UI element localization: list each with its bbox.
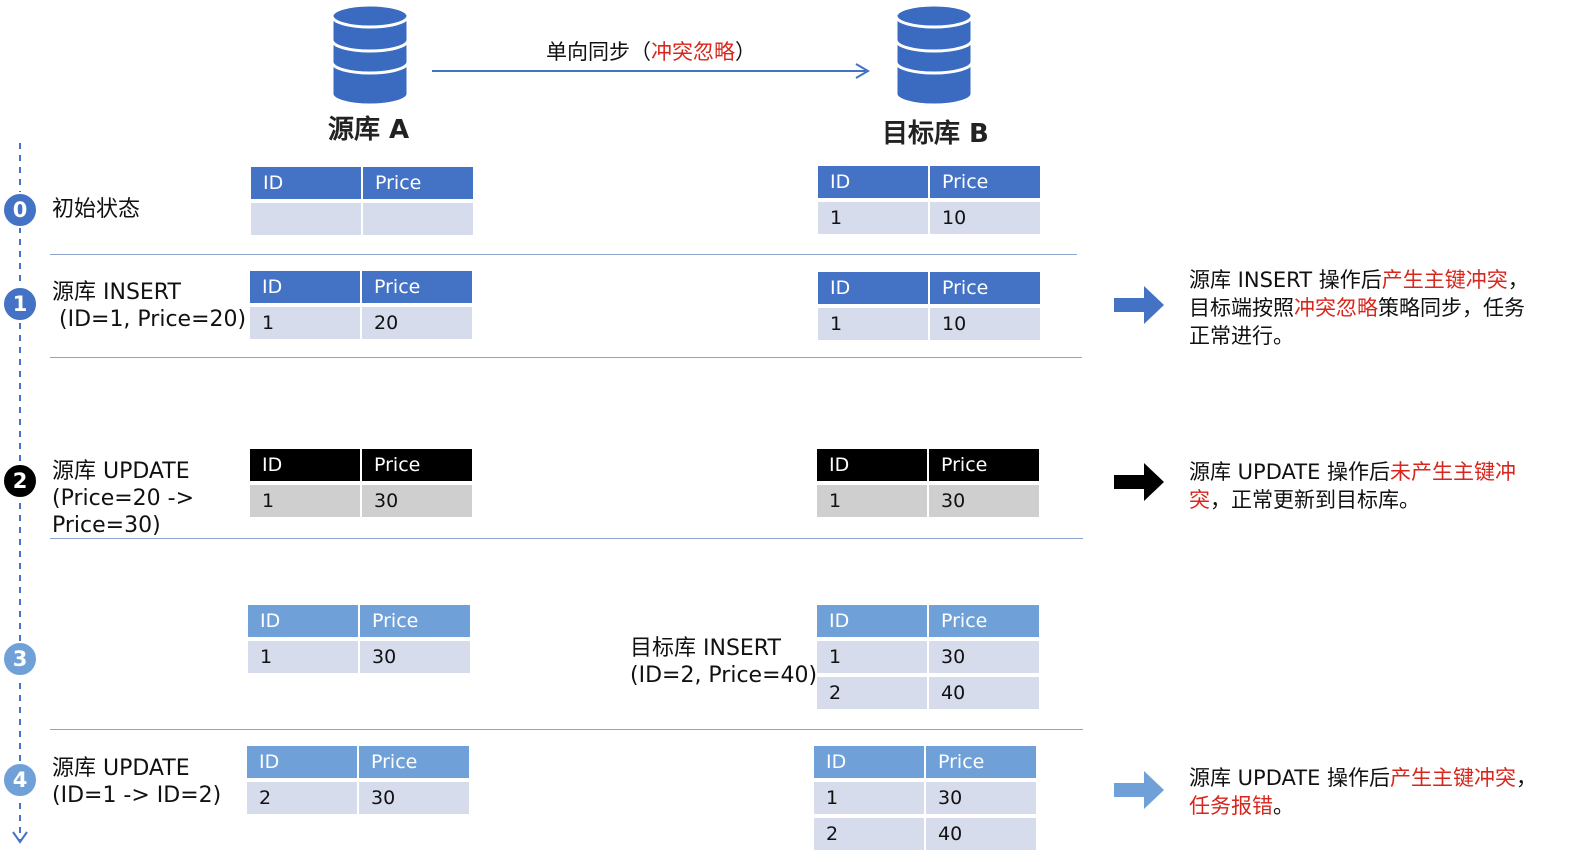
- price-header: Price: [926, 746, 1036, 778]
- price-header: Price: [360, 605, 470, 637]
- sync-label-prefix: 单向同步（: [546, 40, 651, 64]
- id-header: ID: [814, 746, 924, 778]
- step-divider: [50, 254, 1077, 255]
- result-note: 源库 INSERT 操作后产生主键冲突， 目标端按照冲突忽略策略同步，任务 正常…: [1189, 268, 1529, 348]
- price-header: Price: [930, 166, 1040, 198]
- id-header: ID: [250, 271, 360, 303]
- table-row: [251, 203, 473, 235]
- id-header: ID: [818, 272, 928, 304]
- target-database-icon: [894, 3, 974, 107]
- price-header: Price: [362, 449, 472, 481]
- id-header: ID: [818, 166, 928, 198]
- target-insert-label: 目标库 INSERT (ID=2, Price=40): [630, 636, 818, 688]
- id-header: ID: [817, 449, 927, 481]
- step-label: 源库 UPDATE (ID=1 -> ID=2): [52, 756, 222, 808]
- sync-arrow: [432, 63, 870, 79]
- price-header: Price: [929, 605, 1039, 637]
- price-header: Price: [359, 746, 469, 778]
- target-db-label: 目标库 B: [882, 119, 989, 149]
- price-header: Price: [929, 449, 1039, 481]
- id-header: ID: [817, 605, 927, 637]
- result-arrow-icon: [1114, 771, 1164, 809]
- source-db-label: 源库 A: [328, 115, 410, 145]
- sync-label-suffix: ）: [735, 40, 756, 64]
- price-header: Price: [363, 167, 473, 199]
- step-number-badge: 1: [2, 286, 38, 322]
- sync-label: 单向同步（冲突忽略）: [546, 36, 756, 66]
- result-arrow-icon: [1114, 463, 1164, 501]
- step-number-badge: 0: [2, 192, 38, 228]
- step-label: 初始状态: [52, 197, 141, 222]
- id-header: ID: [247, 746, 357, 778]
- step-divider: [50, 538, 1083, 539]
- price-header: Price: [930, 272, 1040, 304]
- step-number-badge: 3: [2, 641, 38, 677]
- id-header: ID: [250, 449, 360, 481]
- id-header: ID: [251, 167, 361, 199]
- step-label: 源库 UPDATE (Price=20 -> Price=30): [52, 459, 195, 538]
- step-number-badge: 2: [2, 463, 38, 499]
- sync-label-highlight: 冲突忽略: [651, 40, 735, 64]
- price-header: Price: [362, 271, 472, 303]
- result-note: 源库 UPDATE 操作后产生主键冲突， 任务报错。: [1189, 766, 1538, 818]
- result-note: 源库 UPDATE 操作后未产生主键冲 突，正常更新到目标库。: [1189, 460, 1517, 512]
- id-header: ID: [248, 605, 358, 637]
- result-arrow-icon: [1114, 286, 1164, 324]
- step-divider: [50, 729, 1083, 730]
- step-number-badge: 4: [2, 762, 38, 798]
- step-label: 源库 INSERT (ID=1, Price=20): [52, 280, 247, 332]
- step-divider: [50, 357, 1082, 358]
- source-database-icon: [330, 3, 410, 107]
